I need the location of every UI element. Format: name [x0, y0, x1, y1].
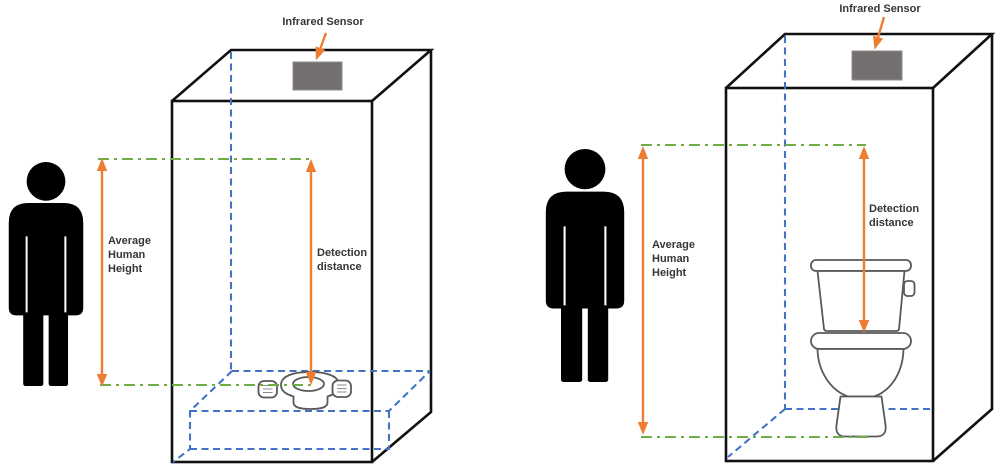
toilet-tank-lid: [810, 259, 912, 272]
right-height-arrow: [637, 146, 649, 435]
toilet-seat: [810, 332, 912, 350]
detection-distance-label-left: Detection distance: [317, 247, 368, 273]
infrared-sensor-label-right: Infrared Sensor: [839, 3, 921, 15]
right-detection-arrow: [858, 146, 870, 333]
infrared-sensor-icon: [851, 50, 903, 81]
toilet-pedestal: [835, 395, 887, 438]
toilet-flush-handle: [903, 280, 916, 297]
person-icon: [544, 147, 626, 384]
left-infrared-sensor: [292, 32, 343, 91]
infrared-sensor-icon: [292, 61, 343, 91]
average-human-height-label-left: Average Human Height: [108, 235, 152, 275]
left-hidden-edges: [172, 52, 431, 463]
average-human-height-label-right: Average Human Height: [652, 239, 696, 279]
right-cubicle-box: [724, 32, 996, 463]
left-detection-arrow: [305, 159, 317, 385]
toilet-tank: [816, 270, 906, 332]
infrared-sensor-label-left: Infrared Sensor: [282, 16, 364, 28]
left-cubicle-box: [170, 48, 435, 464]
person-icon: [7, 161, 85, 387]
squat-toilet-footpad-left: [257, 380, 278, 399]
left-height-arrow: [96, 158, 108, 387]
left-cubicle: [7, 32, 435, 464]
squat-toilet-footpad-right: [331, 379, 352, 398]
toilet-bowl: [816, 348, 905, 398]
right-cubicle: [544, 16, 996, 463]
squat-toilet-icon: [257, 371, 352, 410]
western-toilet-icon: [810, 259, 916, 438]
right-infrared-sensor: [851, 16, 903, 81]
detection-distance-label-right: Detection distance: [869, 203, 920, 229]
right-hidden-edges: [727, 36, 931, 458]
